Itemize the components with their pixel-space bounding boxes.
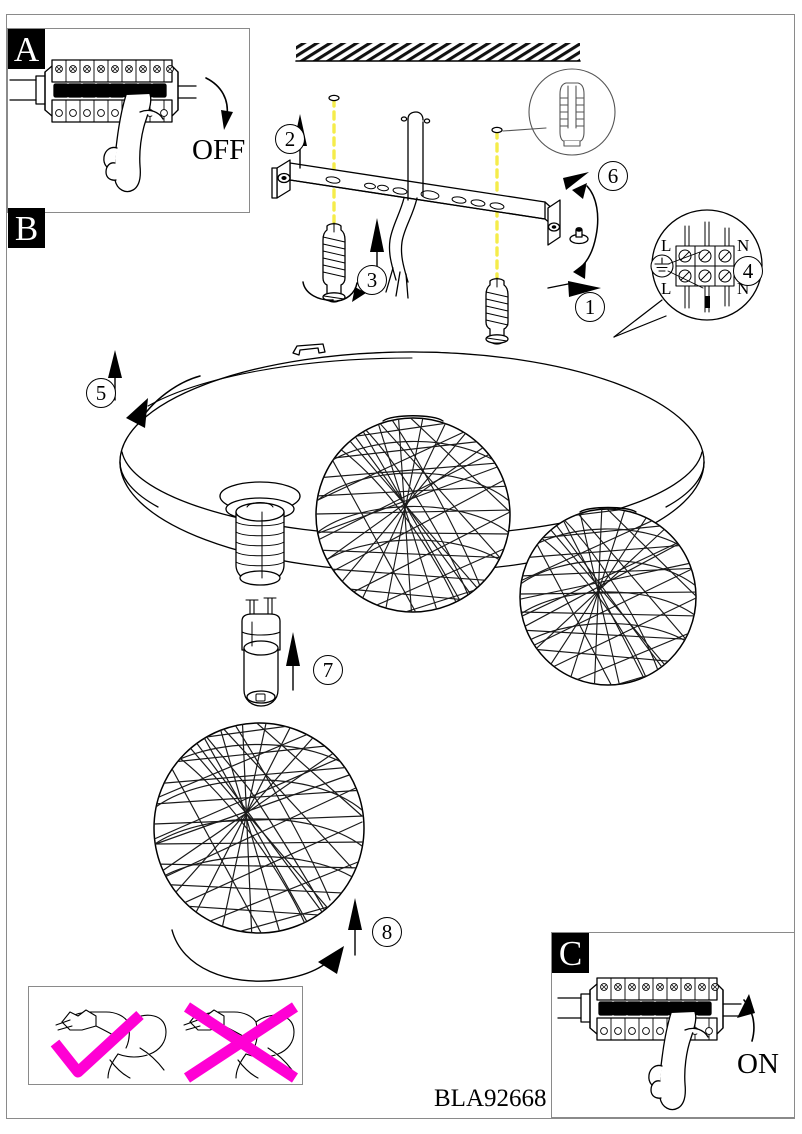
- step-number-4: 4: [733, 256, 763, 286]
- correct-check-mark: [50, 1010, 144, 1078]
- finger-pointing-c: [648, 1011, 709, 1111]
- arrow-on: [737, 994, 755, 1042]
- step-number-7: 7: [313, 655, 343, 685]
- terminal-label-live-top: L: [661, 236, 672, 255]
- terminal-block-callout: [613, 209, 763, 338]
- step-number-6: 6: [598, 161, 628, 191]
- screw-left: [302, 222, 366, 303]
- alignment-lines: [332, 97, 499, 283]
- terminal-label-live-bottom: L: [661, 279, 672, 298]
- breaker-illustration-a: [9, 59, 233, 193]
- capsule-bulb: [241, 597, 300, 707]
- globe-shade-large: [315, 415, 511, 613]
- panel-tag-c: C: [552, 933, 589, 973]
- terminal-label-neutral-top: N: [737, 236, 750, 255]
- wall-plug-detail-callout: [502, 68, 616, 156]
- incorrect-cross-stroke-2: [183, 1002, 299, 1083]
- finger-pointing-a: [103, 93, 164, 193]
- breaker-illustration-c: [557, 977, 755, 1111]
- warning-illustrations: [50, 1002, 299, 1083]
- step-number-5: 5: [86, 378, 116, 408]
- step-number-3: 3: [357, 265, 387, 295]
- drill-hole-left: [328, 94, 340, 102]
- lamp-socket: [219, 481, 301, 586]
- mounting-bar: [271, 159, 561, 246]
- globe-shade-lower: [153, 722, 365, 982]
- label-off: OFF: [192, 134, 246, 166]
- arrow-off: [205, 77, 233, 130]
- screw-right: [485, 277, 509, 345]
- sheet-border: [6, 14, 795, 1119]
- model-number: BLA92668: [434, 1085, 547, 1112]
- mains-cable: [385, 111, 431, 299]
- label-on: ON: [737, 1048, 779, 1080]
- globe-shade-medium: [519, 506, 697, 686]
- step-number-2: 2: [275, 124, 305, 154]
- step-number-1: 1: [575, 292, 605, 322]
- step-number-8: 8: [372, 917, 402, 947]
- panel-tag-b: B: [8, 208, 45, 248]
- drill-hole-right: [491, 126, 503, 134]
- canopy-thumbscrew: [547, 172, 626, 297]
- step5-arrow: [108, 350, 201, 428]
- panel-tag-a: A: [8, 29, 45, 69]
- ceiling-surface: [295, 43, 581, 62]
